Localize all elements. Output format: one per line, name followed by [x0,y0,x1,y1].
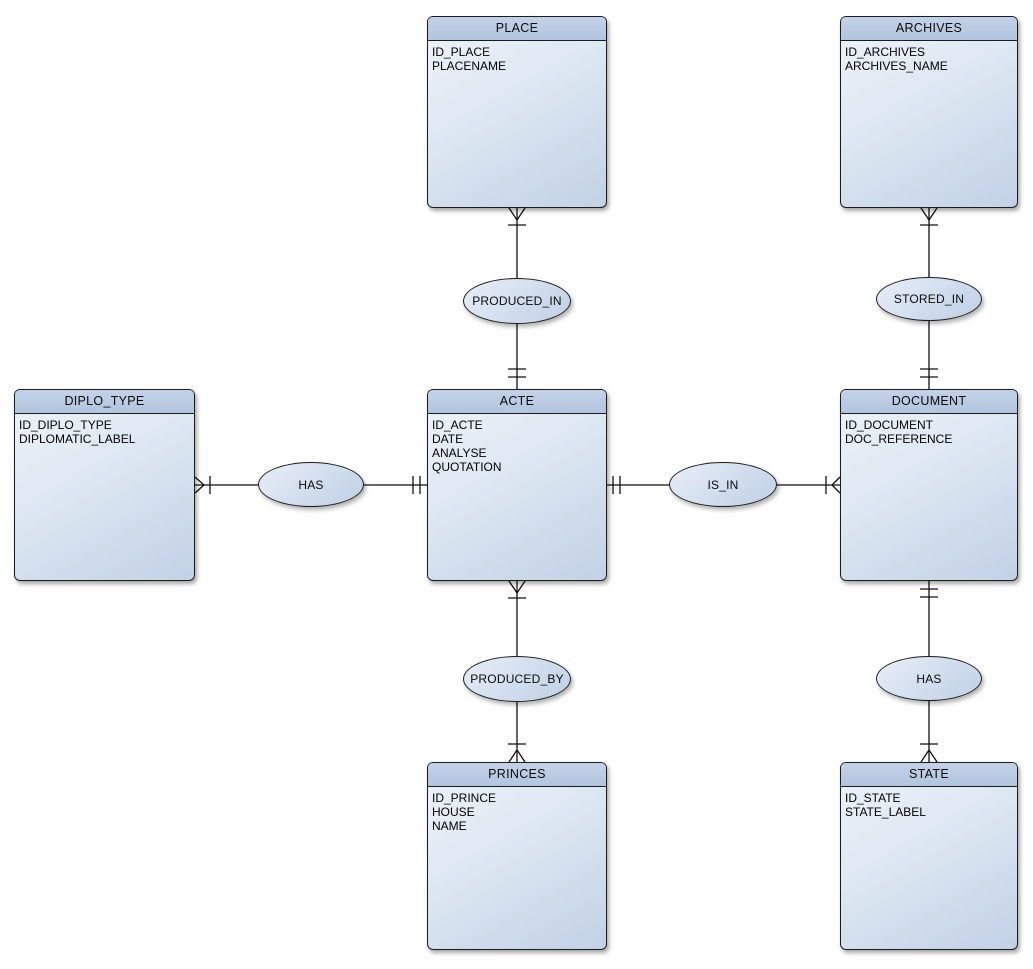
entity-attribute: ID_DIPLO_TYPE [19,418,112,432]
double-bar-marker [920,368,938,378]
entity-attribute: PLACENAME [432,59,507,73]
double-bar-marker [412,476,421,494]
entity-attribute: ID_ACTE [432,418,483,432]
crow-foot-marker [508,580,526,594]
entity-title: PLACE [428,17,606,41]
crow-foot-marker [831,476,841,494]
entity-attribute: HOUSE [432,805,475,819]
connector-place-acte [508,207,526,389]
relationship-is-in[interactable]: IS_IN [669,462,777,507]
entity-attribute-list: ID_ACTE DATE ANALYSE QUOTATION [428,414,606,478]
crow-foot-marker [920,207,938,221]
entity-attribute-list: ID_STATE STATE_LABEL [841,787,1017,823]
crow-foot-marker [920,749,938,763]
relationship-label: IS_IN [707,477,739,492]
entity-attribute: ID_DOCUMENT [845,418,934,432]
entity-state[interactable]: STATE ID_STATE STATE_LABEL [840,762,1018,950]
entity-attribute: DIPLOMATIC_LABEL [19,432,136,446]
connector-diplotype-acte [194,476,427,494]
double-bar-marker [508,368,526,378]
relationship-stored-in[interactable]: STORED_IN [876,277,982,321]
entity-attribute-list: ID_PLACE PLACENAME [428,41,606,77]
crow-foot-marker [194,476,205,494]
crow-foot-marker [508,207,526,221]
entity-title: DIPLO_TYPE [15,390,194,414]
double-bar-marker [920,588,938,598]
relationship-label: STORED_IN [893,292,965,306]
entity-title: PRINCES [428,763,606,787]
entity-attribute: QUOTATION [432,460,502,474]
entity-diplo-type[interactable]: DIPLO_TYPE ID_DIPLO_TYPE DIPLOMATIC_LABE… [14,389,195,581]
entity-attribute: ID_ARCHIVES [845,45,926,59]
relationship-has-diplotype-acte[interactable]: HAS [258,462,364,507]
entity-attribute: NAME [432,819,467,833]
entity-title: ARCHIVES [841,17,1017,41]
entity-attribute: DATE [432,432,464,446]
relationship-produced-in[interactable]: PRODUCED_IN [463,278,571,324]
entity-attribute: ARCHIVES_NAME [845,59,948,73]
crow-foot-marker [508,749,526,763]
entity-attribute: STATE_LABEL [845,805,926,819]
connector-acte-document [607,476,841,494]
connector-archives-document [920,207,938,389]
entity-acte[interactable]: ACTE ID_ACTE DATE ANALYSE QUOTATION [427,389,607,581]
relationship-label: HAS [298,477,324,492]
entity-attribute: DOC_REFERENCE [845,432,953,446]
entity-title: STATE [841,763,1017,787]
entity-attribute-list: ID_DOCUMENT DOC_REFERENCE [841,414,1017,450]
entity-attribute: ID_PLACE [432,45,491,59]
entity-attribute-list: ID_DIPLO_TYPE DIPLOMATIC_LABEL [15,414,194,450]
entity-title: DOCUMENT [841,390,1017,414]
relationship-has-document-state[interactable]: HAS [876,656,982,701]
double-bar-marker [612,476,621,494]
entity-attribute: ANALYSE [432,446,487,460]
relationship-produced-by[interactable]: PRODUCED_BY [463,656,571,702]
relationship-label: PRODUCED_BY [470,672,564,686]
entity-attribute: ID_PRINCE [432,791,497,805]
connector-acte-princes [508,580,526,763]
relationship-label: PRODUCED_IN [472,294,562,308]
entity-archives[interactable]: ARCHIVES ID_ARCHIVES ARCHIVES_NAME [840,16,1018,208]
entity-place[interactable]: PLACE ID_PLACE PLACENAME [427,16,607,208]
entity-attribute-list: ID_PRINCE HOUSE NAME [428,787,606,837]
entity-attribute: ID_STATE [845,791,901,805]
entity-attribute-list: ID_ARCHIVES ARCHIVES_NAME [841,41,1017,77]
entity-document[interactable]: DOCUMENT ID_DOCUMENT DOC_REFERENCE [840,389,1018,581]
connector-document-state [920,581,938,763]
entity-princes[interactable]: PRINCES ID_PRINCE HOUSE NAME [427,762,607,950]
relationship-label: HAS [916,671,942,686]
entity-title: ACTE [428,390,606,414]
